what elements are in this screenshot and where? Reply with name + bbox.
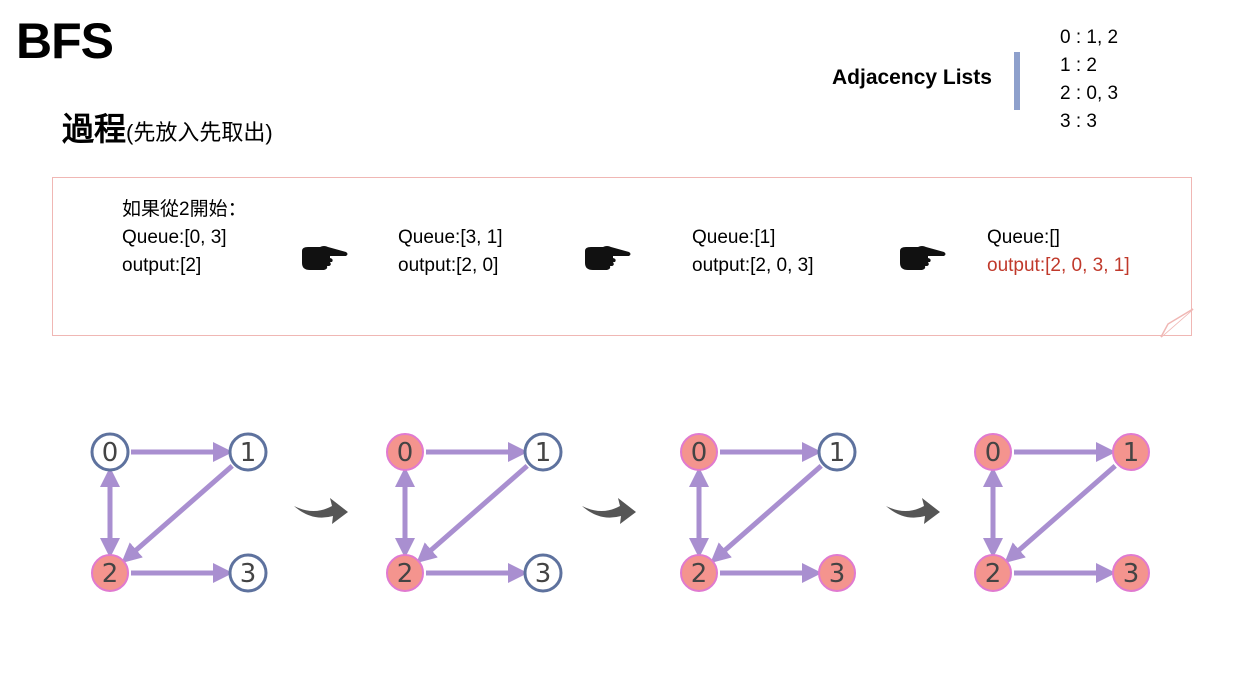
graph-stage-1: 0 1 2 3 xyxy=(90,432,268,593)
node-1-circle xyxy=(228,432,268,472)
edge-1-2 xyxy=(121,463,234,564)
output-text: output:[2] xyxy=(122,255,202,276)
curved-arrow-icon xyxy=(294,498,348,524)
node-2-label: 2 xyxy=(985,559,1002,589)
curved-arrow-icon xyxy=(582,498,636,524)
adjacency-line: 1 : 2 xyxy=(1060,55,1097,76)
queue-text: Queue:[0, 3] xyxy=(122,227,227,248)
pointing-hand-icon xyxy=(585,246,631,270)
node-1-circle xyxy=(1112,433,1150,471)
node-2-circle xyxy=(91,554,129,592)
pointing-hand-icon xyxy=(302,246,348,270)
pointing-hand-icon xyxy=(900,246,946,270)
adjacency-list: 0 : 1, 2 1 : 2 2 : 0, 3 3 : 3 xyxy=(1060,24,1118,136)
node-3-circle xyxy=(228,553,268,593)
node-2-label: 2 xyxy=(102,559,119,589)
edge-1-2 xyxy=(416,463,529,564)
node-3-label: 3 xyxy=(535,559,552,589)
edge-1-2 xyxy=(710,463,823,564)
step-4: Queue:[] output:[2, 0, 3, 1] xyxy=(987,224,1130,280)
node-0-label: 0 xyxy=(102,438,119,468)
node-2-circle xyxy=(680,554,718,592)
node-3-circle xyxy=(1112,554,1150,592)
node-3-circle xyxy=(523,553,563,593)
node-0-label: 0 xyxy=(985,438,1002,468)
output-text: output:[2, 0, 3] xyxy=(692,255,814,276)
process-panel xyxy=(52,177,1192,336)
node-1-circle xyxy=(817,432,857,472)
edge-1-2 xyxy=(1004,463,1117,564)
graph-stage-3: 0 1 2 3 xyxy=(680,432,857,592)
queue-text: Queue:[1] xyxy=(692,227,776,248)
node-0-circle xyxy=(90,432,130,472)
node-3-label: 3 xyxy=(240,559,257,589)
adjacency-bracket xyxy=(1014,52,1020,110)
node-1-circle xyxy=(523,432,563,472)
node-0-label: 0 xyxy=(397,438,414,468)
step-3: Queue:[1] output:[2, 0, 3] xyxy=(692,224,813,280)
output-text: output:[2, 0] xyxy=(398,255,499,276)
adjacency-line: 3 : 3 xyxy=(1060,111,1097,132)
node-2-circle xyxy=(974,554,1012,592)
node-0-circle xyxy=(974,433,1012,471)
page-fold-icon xyxy=(1160,308,1194,338)
node-1-label: 1 xyxy=(240,438,257,468)
adjacency-label: Adjacency Lists xyxy=(832,66,992,89)
node-2-circle xyxy=(386,554,424,592)
adjacency-line: 2 : 0, 3 xyxy=(1060,83,1119,104)
adjacency-line: 0 : 1, 2 xyxy=(1060,27,1119,48)
page-title: BFS xyxy=(16,13,114,69)
step-1: 如果從2開始： Queue:[0, 3] output:[2] xyxy=(122,196,247,280)
step-2: Queue:[3, 1] output:[2, 0] xyxy=(398,224,503,280)
node-2-label: 2 xyxy=(397,559,414,589)
output-text-final: output:[2, 0, 3, 1] xyxy=(987,255,1130,276)
subtitle: 過程(先放入先取出) xyxy=(62,104,273,150)
curved-arrow-icon xyxy=(886,498,940,524)
subtitle-note: (先放入先取出) xyxy=(126,120,273,145)
node-1-label: 1 xyxy=(829,438,846,468)
node-1-label: 1 xyxy=(1123,438,1140,468)
node-3-circle xyxy=(818,554,856,592)
node-1-label: 1 xyxy=(535,438,552,468)
start-label: 如果從2開始： xyxy=(122,199,247,220)
node-0-circle xyxy=(386,433,424,471)
queue-text: Queue:[3, 1] xyxy=(398,227,503,248)
node-3-label: 3 xyxy=(1123,559,1140,589)
subtitle-main: 過程 xyxy=(62,111,127,147)
node-2-label: 2 xyxy=(691,559,708,589)
node-0-circle xyxy=(680,433,718,471)
graph-stage-2: 0 1 2 3 xyxy=(386,432,563,593)
queue-text: Queue:[] xyxy=(987,227,1060,248)
node-3-label: 3 xyxy=(829,559,846,589)
graph-stage-4: 0 1 2 3 xyxy=(974,433,1150,592)
node-0-label: 0 xyxy=(691,438,708,468)
